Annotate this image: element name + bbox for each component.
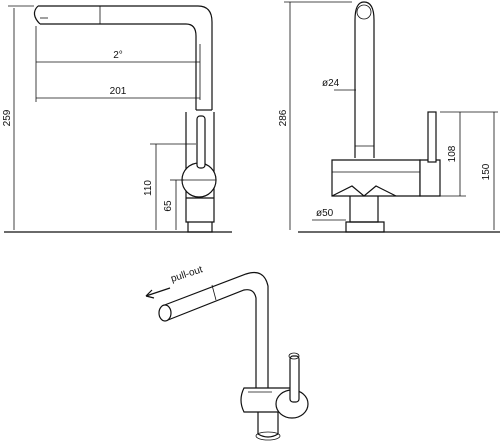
front-body (331, 159, 421, 197)
front-base-neck (349, 196, 379, 223)
dim-label-dia50: ø50 (316, 208, 334, 219)
dim-label-259: 259 (2, 109, 13, 126)
side-view: 259 2° 201 110 65 (2, 5, 232, 233)
persp-base-neck (257, 412, 279, 438)
pull-out-arrow-shaft (145, 287, 171, 297)
faucet-base (187, 222, 213, 233)
persp-lever (289, 355, 300, 403)
persp-spout-bottom-edge (167, 289, 257, 388)
front-handle-body (419, 159, 441, 197)
perspective-view: pull-out (145, 264, 309, 441)
dim-label-108: 108 (447, 145, 458, 162)
dim-label-angle: 2° (113, 50, 123, 61)
dim-label-dia24: ø24 (322, 78, 340, 89)
spout-outlet (356, 4, 372, 20)
dim-label-201: 201 (110, 86, 127, 97)
spout-outer-edge (38, 5, 213, 110)
spout-tip (33, 5, 41, 25)
dim-label-65: 65 (163, 200, 174, 212)
body-chamfer (331, 185, 397, 197)
pull-out-arrow-head (145, 289, 155, 299)
persp-base (255, 431, 281, 441)
dim-label-286: 286 (278, 109, 289, 126)
column-top (354, 1, 375, 21)
persp-spout-joint (211, 284, 217, 301)
front-view: 286 ø24 ø50 108 150 (278, 1, 500, 233)
faucet-body (185, 112, 215, 223)
spout-inner-edge (40, 23, 197, 110)
dim-label-150: 150 (481, 163, 492, 180)
persp-spout-top-edge (161, 271, 269, 388)
dim-label-110: 110 (143, 180, 154, 196)
front-base-ring (345, 221, 385, 233)
lever-handle (196, 115, 206, 169)
front-lever (427, 111, 437, 163)
persp-lever-cap (288, 352, 300, 360)
persp-spout-outlet (158, 304, 172, 322)
pull-out-label: pull-out (170, 264, 205, 285)
